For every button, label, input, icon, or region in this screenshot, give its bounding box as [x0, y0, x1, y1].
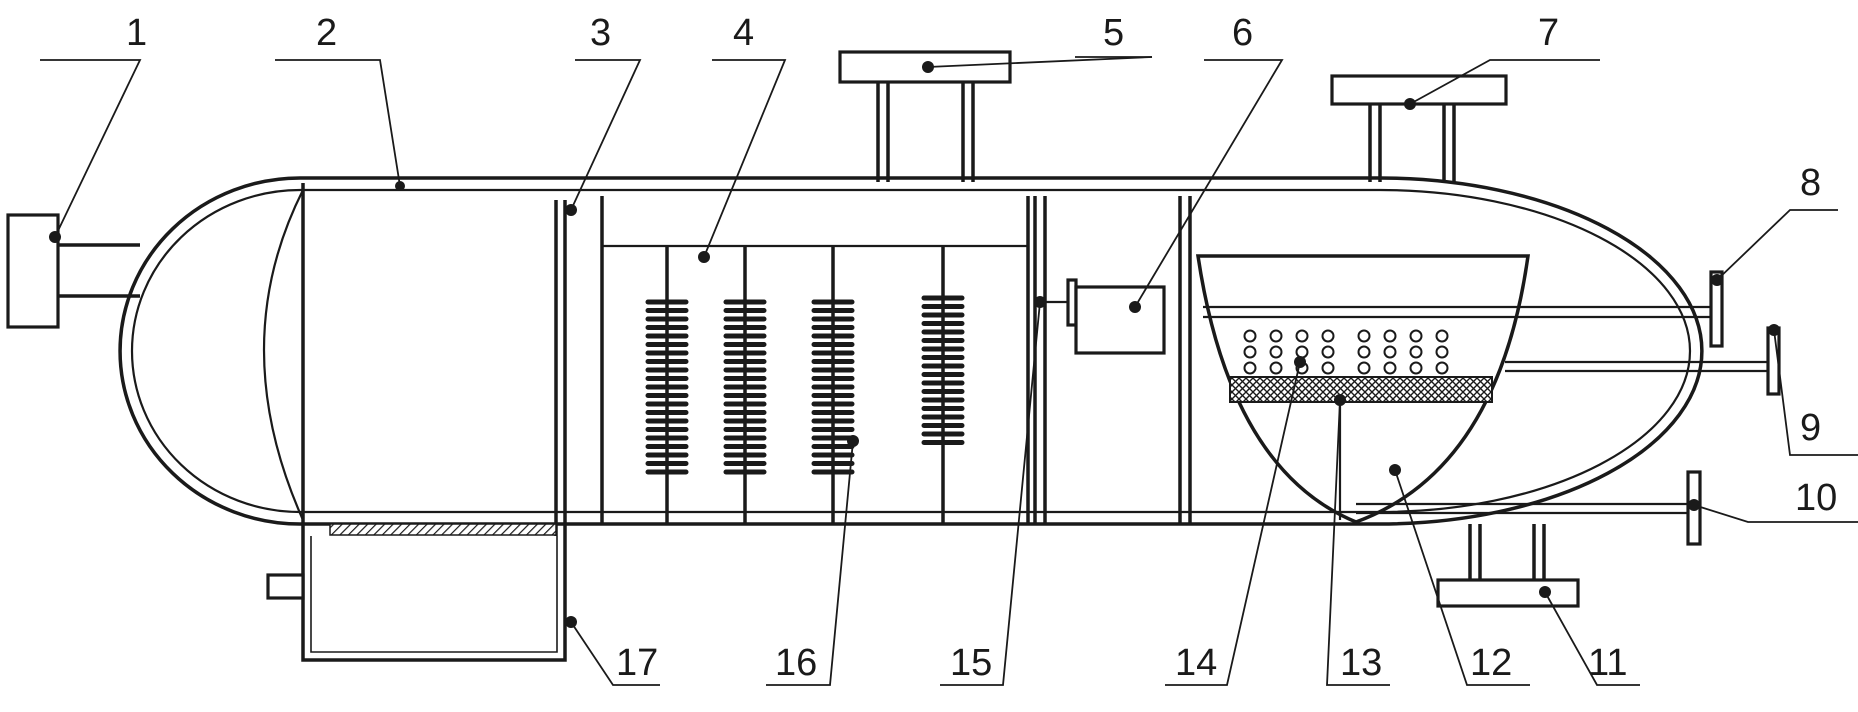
callout-4: 4	[733, 12, 754, 54]
callout-1: 1	[126, 12, 147, 54]
ceramic-ball	[1269, 361, 1283, 375]
ceramic-ball	[1243, 329, 1257, 343]
ceramic-ball	[1383, 345, 1397, 359]
packing-layer	[1229, 376, 1493, 403]
separation-bowl	[1195, 254, 1531, 524]
callout-6: 6	[1232, 12, 1253, 54]
callout-10: 10	[1795, 477, 1837, 519]
ceramic-balls	[1243, 329, 1449, 375]
ceramic-ball	[1295, 329, 1309, 343]
ceramic-ball	[1409, 361, 1423, 375]
ceramic-ball	[1295, 345, 1309, 359]
callout-8: 8	[1800, 162, 1821, 204]
inlet-chamber	[263, 183, 558, 536]
ceramic-ball	[1383, 361, 1397, 375]
callout-labels: 1 2 3 4 5 6 7 8 9 10 11 12 13 14 15 16 1…	[126, 12, 1837, 684]
callout-9: 9	[1800, 407, 1821, 449]
callout-12: 12	[1470, 642, 1512, 684]
callout-leaders	[40, 56, 1858, 686]
callout-16: 16	[775, 642, 817, 684]
inlet-nozzle	[6, 213, 140, 329]
ceramic-ball	[1269, 345, 1283, 359]
partition-wall	[1178, 196, 1192, 524]
outlet-pipe-9	[1505, 326, 1781, 396]
callout-3: 3	[590, 12, 611, 54]
callout-14: 14	[1175, 642, 1217, 684]
callout-5: 5	[1103, 12, 1124, 54]
ceramic-ball	[1357, 361, 1371, 375]
coalescer-elements	[645, 246, 965, 524]
vessel-shell	[118, 176, 1704, 526]
level-controller	[1033, 196, 1166, 524]
outlet-pipe-8	[1203, 270, 1724, 348]
ceramic-ball	[1243, 361, 1257, 375]
ceramic-ball	[1435, 329, 1449, 343]
callout-2: 2	[316, 12, 337, 54]
ceramic-ball	[1269, 329, 1283, 343]
ceramic-ball	[1409, 329, 1423, 343]
ceramic-ball	[1243, 345, 1257, 359]
ceramic-ball	[1435, 361, 1449, 375]
callout-11: 11	[1588, 642, 1627, 684]
coalescer-section	[600, 196, 1030, 524]
callout-17: 17	[616, 642, 658, 684]
ceramic-ball	[1383, 329, 1397, 343]
callout-7: 7	[1538, 12, 1559, 54]
callout-15: 15	[950, 642, 992, 684]
ceramic-ball	[1435, 345, 1449, 359]
ceramic-ball	[1409, 345, 1423, 359]
callout-markers	[49, 61, 1780, 628]
ceramic-ball	[1321, 329, 1335, 343]
ceramic-ball	[1357, 329, 1371, 343]
ceramic-ball	[1357, 345, 1371, 359]
callout-13: 13	[1340, 642, 1382, 684]
ceramic-ball	[1321, 361, 1335, 375]
bottom-nozzle	[1436, 524, 1580, 608]
ceramic-ball	[1321, 345, 1335, 359]
sump-box	[266, 536, 567, 662]
top-outlet-nozzle	[1330, 74, 1508, 182]
